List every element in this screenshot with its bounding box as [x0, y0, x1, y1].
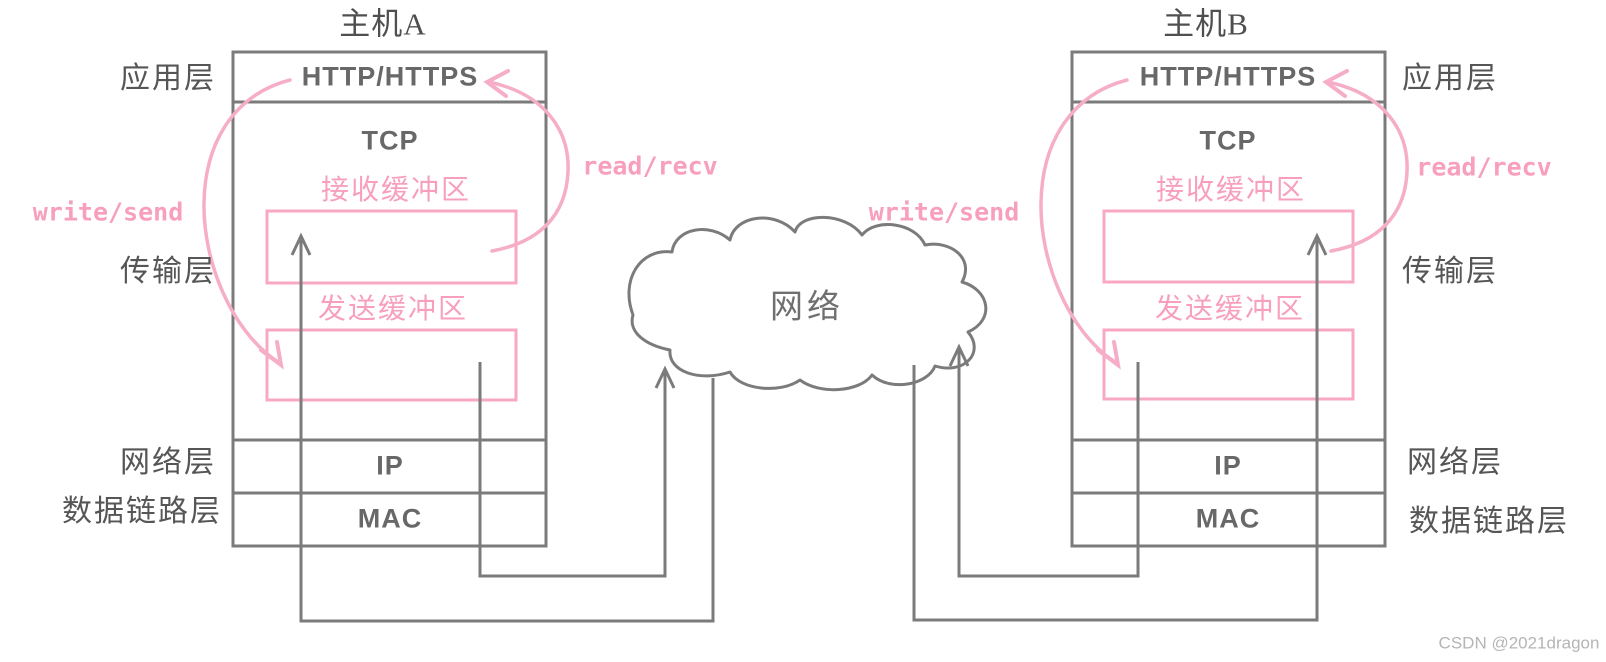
- host-b-write-send-curve: [1039, 78, 1129, 364]
- host-a-receive-path: [299, 240, 715, 623]
- host-a-receive-arrowhead: [290, 232, 312, 256]
- host-a-write-send-curve: [202, 78, 292, 364]
- host-b-send-path: [957, 350, 1140, 578]
- layer-label-app-right: 应用层: [1402, 62, 1498, 95]
- host-a-row-lines: [233, 100, 546, 495]
- host-a-read-recv-label: read/recv: [582, 151, 718, 181]
- host-a-read-recv-arrowhead: [483, 69, 510, 98]
- host-a-app-protocol: HTTP/HTTPS: [301, 61, 479, 92]
- layer-label-transport-right: 传输层: [1402, 255, 1498, 288]
- host-b-row-lines: [1072, 100, 1385, 495]
- host-a-send-buffer-label: 发送缓冲区: [317, 294, 469, 325]
- host-a-title: 主机A: [339, 6, 427, 42]
- host-b-recv-buffer-label: 接收缓冲区: [1155, 175, 1307, 206]
- host-b-receive-arrowhead: [1306, 232, 1328, 256]
- host-a-send-path: [478, 362, 667, 578]
- host-b-network-protocol: IP: [1214, 450, 1242, 481]
- host-a-write-send-arrowhead: [259, 340, 284, 370]
- host-a-network-protocol: IP: [376, 450, 404, 481]
- host-b-read-recv-label: read/recv: [1416, 152, 1552, 182]
- host-a-box: [231, 50, 548, 548]
- layer-label-network-left: 网络层: [120, 446, 216, 479]
- cloud-left-arrowhead: [654, 365, 676, 389]
- host-b-write-send-arrowhead: [1096, 340, 1121, 370]
- watermark-text: CSDN @2021dragon: [1438, 633, 1600, 653]
- host-b-title: 主机B: [1163, 6, 1249, 42]
- layer-label-datalink-left: 数据链路层: [62, 495, 222, 528]
- host-a-recv-buffer-label: 接收缓冲区: [320, 175, 472, 206]
- host-b-datalink-protocol: MAC: [1195, 503, 1261, 534]
- cloud-right-arrowhead: [948, 343, 970, 367]
- host-a-transport-protocol: TCP: [361, 125, 419, 156]
- host-b-app-protocol: HTTP/HTTPS: [1139, 61, 1317, 92]
- host-a-read-recv-curve: [487, 80, 570, 253]
- host-a-datalink-protocol: MAC: [357, 503, 423, 534]
- network-cloud-label: 网络: [770, 289, 844, 326]
- network-cloud-shape: [627, 215, 988, 392]
- host-a-write-send-label: write/send: [32, 197, 184, 227]
- layer-label-app-left: 应用层: [120, 62, 216, 95]
- host-b-box: [1070, 50, 1387, 548]
- host-b-read-recv-arrowhead: [1322, 69, 1349, 98]
- host-b-send-buffer-box: [1102, 328, 1355, 401]
- layer-label-datalink-right: 数据链路层: [1409, 505, 1569, 538]
- host-b-read-recv-curve: [1326, 80, 1409, 253]
- host-b-send-buffer-label: 发送缓冲区: [1154, 294, 1306, 325]
- host-b-write-send-label: write/send: [868, 197, 1020, 227]
- host-a-send-buffer-box: [265, 328, 518, 402]
- layer-label-transport-left: 传输层: [120, 255, 216, 288]
- layer-label-network-right: 网络层: [1407, 446, 1503, 479]
- host-b-transport-protocol: TCP: [1199, 125, 1257, 156]
- host-a-recv-buffer-box: [265, 209, 518, 285]
- host-b-receive-path: [912, 240, 1319, 622]
